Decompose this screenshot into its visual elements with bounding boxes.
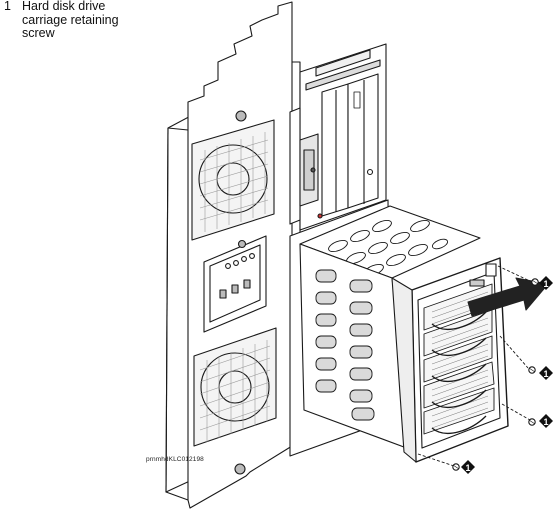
figure-id: prnmhdKLC012198 [146, 456, 204, 463]
callout-marker: 1 [461, 460, 475, 474]
retaining-screw-icon [531, 278, 539, 286]
callout-label: 1 [543, 369, 548, 379]
retaining-screw-icon [528, 418, 536, 426]
callout-label: 1 [543, 279, 548, 289]
bottom-fan-grille [193, 327, 277, 475]
callout-marker: 1 [539, 276, 553, 290]
drive-bay-frame [289, 43, 387, 231]
hard-disk-carriage [299, 205, 509, 463]
top-fan-grille [191, 110, 275, 241]
legend-number: 1 [4, 0, 11, 13]
removal-direction-arrow [467, 277, 549, 317]
callout-label: 1 [465, 463, 470, 473]
callout-marker: 1 [539, 414, 553, 428]
retaining-screw-icon [528, 366, 536, 374]
legend-text: Hard disk drive carriage retaining screw [22, 0, 119, 40]
callout-marker: 1 [539, 366, 553, 380]
retaining-screw-icon [452, 463, 460, 471]
callout-label: 1 [543, 417, 548, 427]
control-panel [203, 235, 267, 333]
